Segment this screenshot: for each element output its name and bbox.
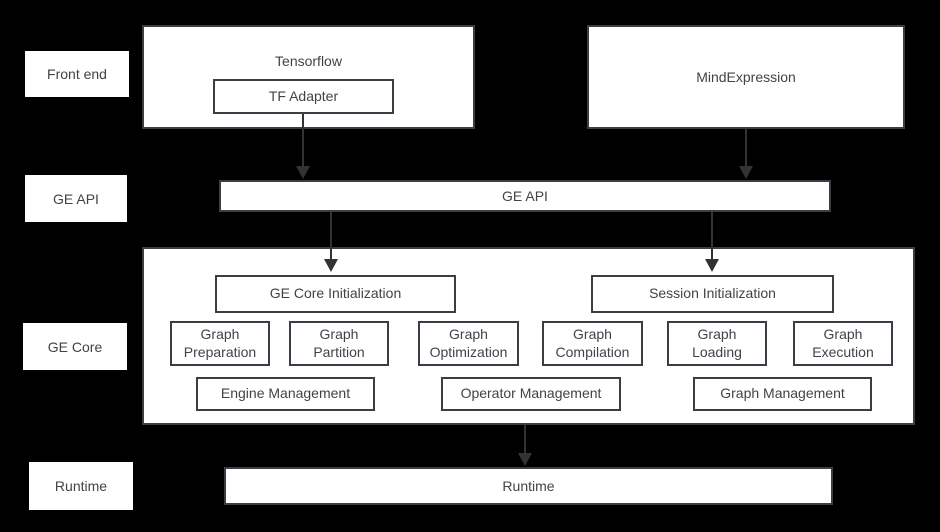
arrow-head-icon bbox=[324, 259, 338, 272]
arrow-ge-api-to-session-initialization bbox=[705, 212, 719, 272]
row-label-runtime: Runtime bbox=[29, 462, 133, 510]
arrow-shaft bbox=[524, 425, 526, 457]
graph-execution-box: Graph Execution bbox=[793, 321, 893, 366]
graph-preparation-box: Graph Preparation bbox=[170, 321, 270, 366]
graph-management-box: Graph Management bbox=[693, 377, 872, 411]
arrow-shaft bbox=[745, 129, 747, 170]
arrow-tf-adapter-to-ge-api bbox=[296, 114, 310, 179]
ge-api-bar: GE API bbox=[219, 180, 831, 212]
arrow-head-icon bbox=[296, 166, 310, 179]
session-initialization-box: Session Initialization bbox=[591, 275, 834, 313]
arrow-shaft bbox=[302, 114, 304, 170]
row-label-ge-api: GE API bbox=[25, 175, 127, 222]
tensorflow-label: Tensorflow bbox=[275, 53, 342, 69]
row-label-ge-core: GE Core bbox=[23, 323, 127, 370]
graph-compilation-box: Graph Compilation bbox=[542, 321, 643, 366]
graph-loading-box: Graph Loading bbox=[667, 321, 767, 366]
tf-adapter-box: TF Adapter bbox=[213, 79, 394, 114]
mindexpression-box: MindExpression bbox=[587, 25, 905, 129]
arrow-head-icon bbox=[705, 259, 719, 272]
arrow-head-icon bbox=[739, 166, 753, 179]
arrow-ge-core-to-runtime bbox=[518, 425, 532, 466]
graph-partition-box: Graph Partition bbox=[289, 321, 389, 366]
graph-optimization-box: Graph Optimization bbox=[418, 321, 519, 366]
runtime-bar: Runtime bbox=[224, 467, 833, 505]
arrow-ge-api-to-ge-core-initialization bbox=[324, 212, 338, 272]
row-label-front-end: Front end bbox=[25, 51, 129, 97]
ge-core-initialization-box: GE Core Initialization bbox=[215, 275, 456, 313]
operator-management-box: Operator Management bbox=[441, 377, 621, 411]
ge-core-container: GE Core Initialization Session Initializ… bbox=[142, 247, 915, 425]
arrow-shaft bbox=[330, 212, 332, 263]
arrow-head-icon bbox=[518, 453, 532, 466]
arrow-shaft bbox=[711, 212, 713, 263]
mindexpression-label: MindExpression bbox=[696, 69, 796, 85]
arrow-mindexpression-to-ge-api bbox=[739, 129, 753, 179]
tensorflow-box: Tensorflow TF Adapter bbox=[142, 25, 475, 129]
engine-management-box: Engine Management bbox=[196, 377, 375, 411]
